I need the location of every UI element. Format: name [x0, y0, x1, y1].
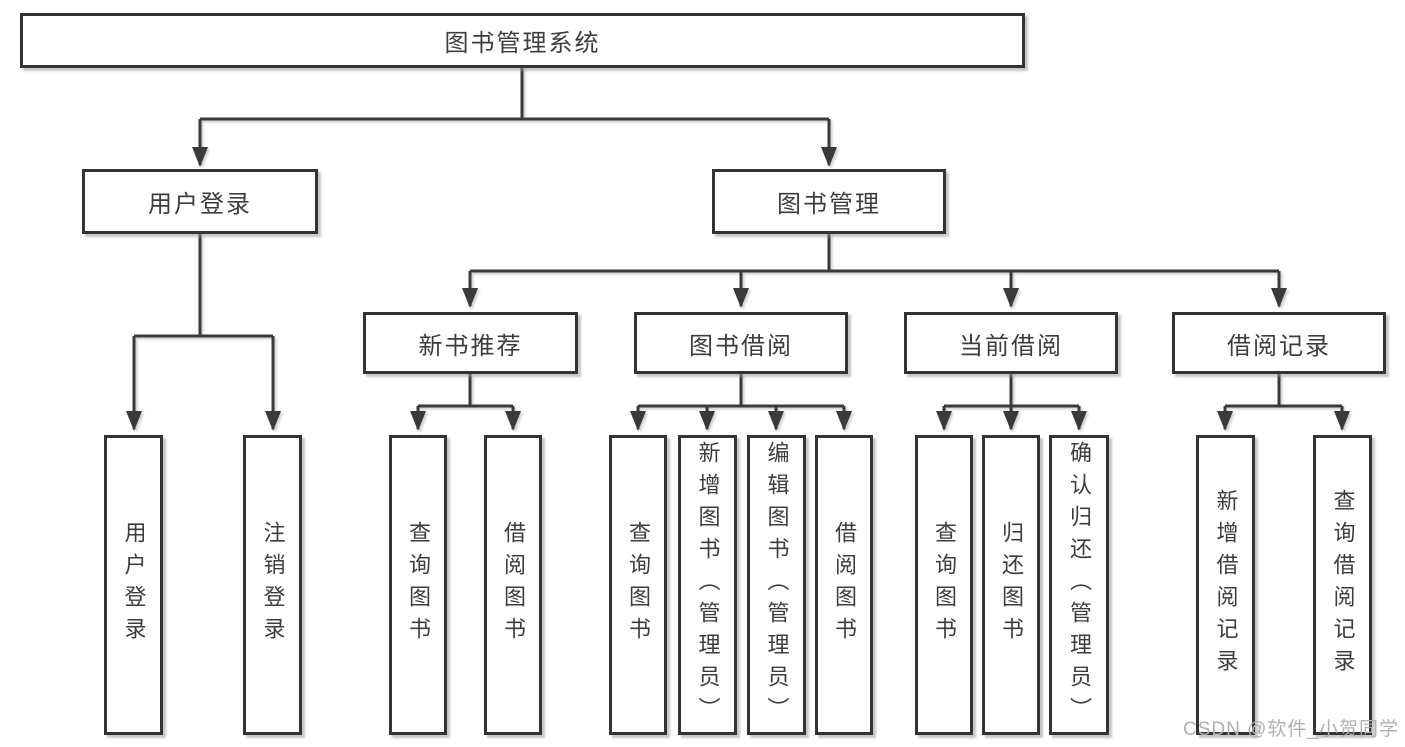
connector-new-book-recommendation-to-leaves	[410, 374, 521, 431]
leaf-return-book: 归还图书	[982, 435, 1040, 735]
leaf-query-books-borrowing: 查询图书	[609, 435, 667, 735]
leaf-query-books-current: 查询图书	[915, 435, 973, 735]
leaf-edit-book-admin: 编辑图书（管理员）	[747, 435, 806, 735]
node-label: 当前借阅	[959, 332, 1063, 360]
node-book-management: 图书管理	[712, 169, 946, 234]
leaf-label: 归还图书	[999, 521, 1024, 649]
leaf-label: 查询图书	[932, 521, 957, 649]
leaf-query-books-recommend: 查询图书	[389, 435, 447, 735]
leaf-label: 查询图书	[626, 521, 651, 649]
node-label: 新书推荐	[418, 332, 523, 360]
leaf-label: 用户登录	[121, 521, 147, 649]
node-book-borrowing: 图书借阅	[634, 312, 848, 374]
connector-root-to-level2	[192, 68, 837, 167]
leaf-query-borrow-record: 查询借阅记录	[1313, 435, 1372, 735]
leaf-label: 查询图书	[406, 521, 431, 649]
connector-book-management-to-level3	[462, 234, 1287, 308]
node-label: 借阅记录	[1227, 332, 1331, 360]
leaf-label: 查询借阅记录	[1330, 489, 1356, 681]
connector-book-borrowing-to-leaves	[630, 374, 852, 431]
leaf-label: 确认归还（管理员）	[1067, 441, 1092, 729]
node-label: 图书管理系统	[444, 30, 601, 57]
leaf-borrow-books-recommend: 借阅图书	[484, 435, 542, 735]
node-label: 用户登录	[148, 191, 252, 218]
leaf-label: 新增借阅记录	[1213, 489, 1239, 681]
leaf-label: 借阅图书	[832, 521, 857, 649]
leaf-logout: 注销登录	[243, 435, 302, 735]
csdn-watermark: CSDN @软件_小贺同学	[1183, 719, 1399, 740]
node-user-login: 用户登录	[82, 169, 318, 234]
leaf-confirm-return-admin: 确认归还（管理员）	[1049, 435, 1109, 735]
leaf-user-login: 用户登录	[104, 435, 163, 735]
node-library-management-system: 图书管理系统	[20, 13, 1025, 68]
leaf-add-borrow-record: 新增借阅记录	[1196, 435, 1255, 735]
node-new-book-recommendation: 新书推荐	[363, 312, 578, 374]
leaf-label: 编辑图书（管理员）	[764, 441, 790, 729]
connector-borrowing-records-to-leaves	[1217, 374, 1350, 431]
leaf-add-book-admin: 新增图书（管理员）	[678, 435, 737, 735]
connector-user-login-to-leaves	[126, 234, 281, 431]
leaf-borrow-books-borrowing: 借阅图书	[815, 435, 873, 735]
leaf-label: 新增图书（管理员）	[695, 441, 721, 729]
leaf-label: 注销登录	[260, 521, 286, 649]
connector-current-borrowing-to-leaves	[936, 374, 1087, 431]
node-current-borrowing: 当前借阅	[904, 312, 1118, 374]
node-label: 图书借阅	[689, 332, 793, 360]
leaf-label: 借阅图书	[501, 521, 526, 649]
node-label: 图书管理	[777, 191, 881, 218]
node-borrowing-records: 借阅记录	[1172, 312, 1386, 374]
